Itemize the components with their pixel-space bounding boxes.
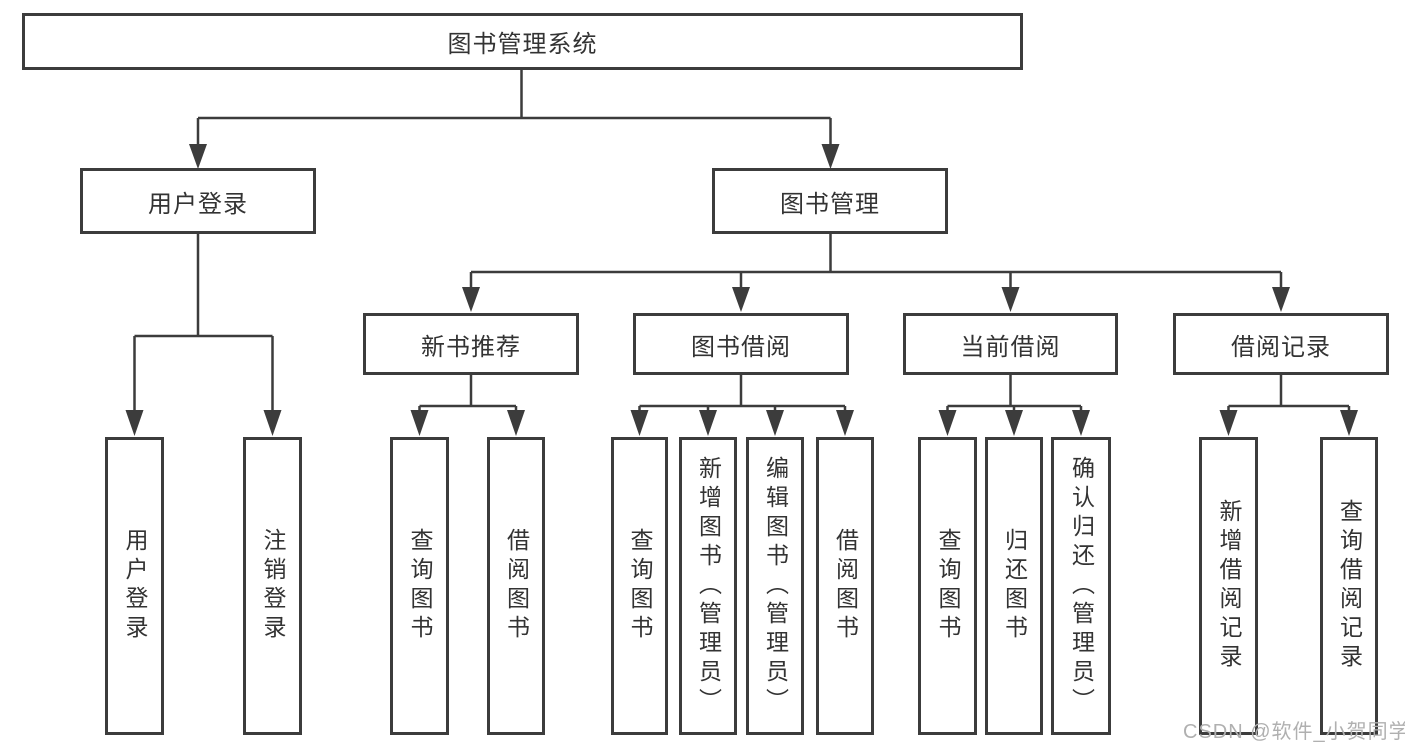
leaf-query-books-current-label: 查询图书: [935, 528, 961, 644]
leaf-query-books-current: 查询图书: [918, 437, 977, 735]
leaf-query-borrow-record-label: 查询借阅记录: [1336, 499, 1363, 673]
leaf-query-books-recommend: 查询图书: [390, 437, 449, 735]
node-current-borrow-label: 当前借阅: [960, 333, 1061, 361]
leaf-edit-book-admin: 编辑图书（管理员）: [746, 437, 804, 735]
leaf-add-borrow-record-label: 新增借阅记录: [1216, 499, 1242, 673]
node-user-login-label: 用户登录: [148, 190, 248, 218]
node-borrow-records-label: 借阅记录: [1231, 333, 1331, 361]
csdn-watermark: CSDN @软件_小贺同学: [1183, 721, 1405, 743]
leaf-confirm-return-admin-label: 确认归还（管理员）: [1068, 455, 1095, 717]
leaf-borrow-books-recommend: 借阅图书: [487, 437, 545, 735]
leaf-query-books-borrow-label: 查询图书: [627, 528, 653, 644]
leaf-edit-book-admin-label: 编辑图书（管理员）: [762, 455, 789, 717]
leaf-add-borrow-record: 新增借阅记录: [1199, 437, 1258, 735]
node-root: 图书管理系统: [22, 13, 1023, 70]
node-book-borrow-label: 图书借阅: [691, 333, 791, 361]
node-book-management-label: 图书管理: [780, 190, 880, 218]
node-current-borrow: 当前借阅: [903, 313, 1118, 375]
leaf-logout: 注销登录: [243, 437, 302, 735]
node-new-book-recommend: 新书推荐: [363, 313, 579, 375]
node-borrow-records: 借阅记录: [1173, 313, 1389, 375]
node-book-borrow: 图书借阅: [633, 313, 849, 375]
node-user-login: 用户登录: [80, 168, 316, 234]
leaf-query-books-recommend-label: 查询图书: [407, 528, 433, 644]
leaf-add-book-admin: 新增图书（管理员）: [679, 437, 737, 735]
node-root-label: 图书管理系统: [447, 31, 598, 58]
leaf-add-book-admin-label: 新增图书（管理员）: [695, 455, 722, 717]
leaf-borrow-books-borrow-label: 借阅图书: [832, 528, 859, 644]
leaf-borrow-books-borrow: 借阅图书: [816, 437, 874, 735]
leaf-return-book: 归还图书: [985, 437, 1043, 735]
leaf-user-login-label: 用户登录: [122, 528, 148, 644]
leaf-user-login: 用户登录: [105, 437, 164, 735]
leaf-query-books-borrow: 查询图书: [611, 437, 668, 735]
leaf-confirm-return-admin: 确认归还（管理员）: [1051, 437, 1111, 735]
leaf-borrow-books-recommend-label: 借阅图书: [503, 528, 530, 644]
leaf-logout-label: 注销登录: [260, 528, 286, 644]
node-book-management: 图书管理: [712, 168, 948, 234]
node-new-book-recommend-label: 新书推荐: [421, 333, 521, 361]
leaf-query-borrow-record: 查询借阅记录: [1320, 437, 1378, 735]
leaf-return-book-label: 归还图书: [1001, 528, 1028, 644]
